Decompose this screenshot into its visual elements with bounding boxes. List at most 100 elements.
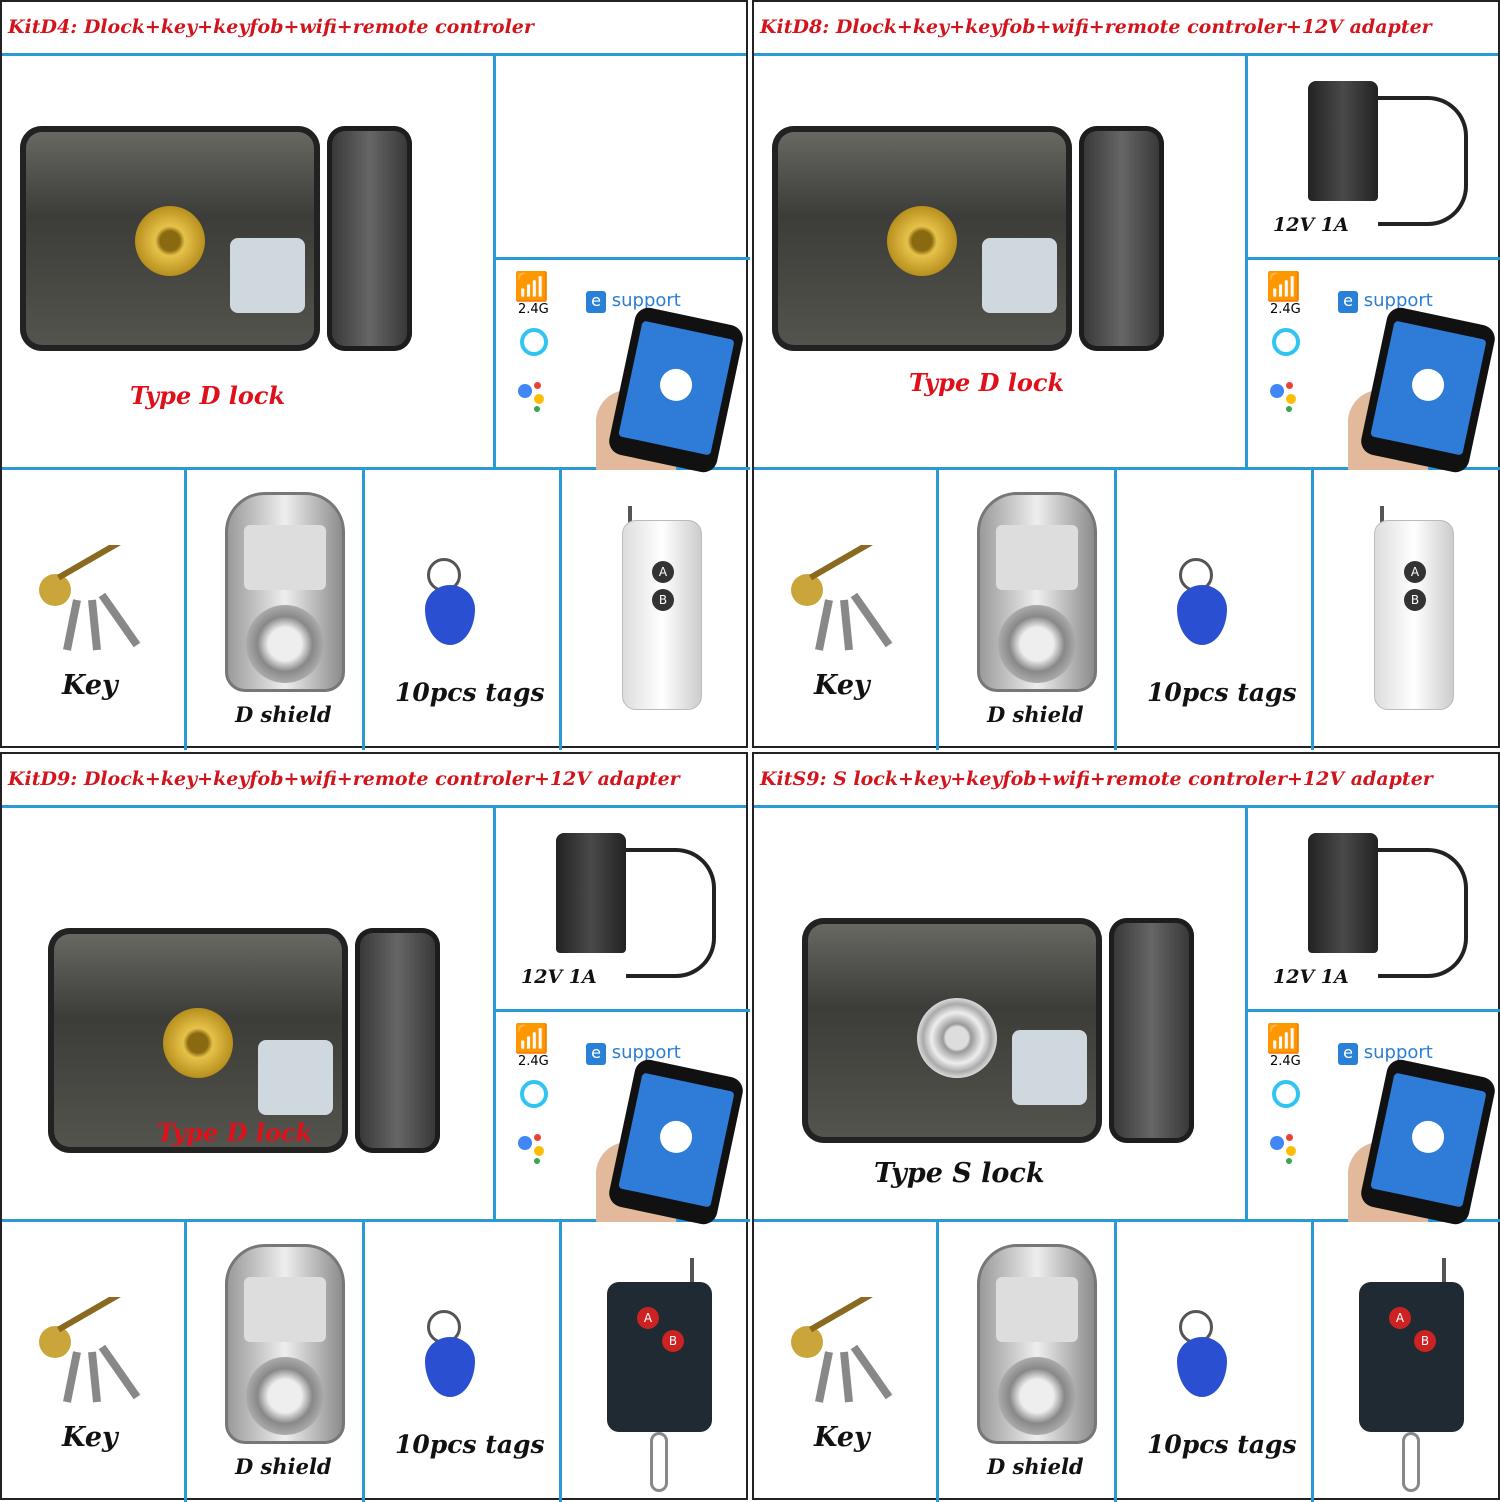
shield-cell: D shield bbox=[939, 1222, 1117, 1502]
lock-cylinder bbox=[135, 206, 205, 276]
shield-cell: D shield bbox=[187, 1222, 365, 1502]
google-assistant-icon bbox=[518, 1132, 552, 1166]
alexa-icon bbox=[1272, 328, 1300, 356]
shield-cell: D shield bbox=[187, 470, 365, 750]
alexa-icon bbox=[1272, 1080, 1300, 1108]
remote-cell: A B bbox=[1314, 1222, 1500, 1502]
key-icon bbox=[791, 1297, 893, 1403]
kit-title: KitD9: Dlock+key+keyfob+wifi+remote cont… bbox=[2, 754, 746, 808]
remote-control-icon: A B bbox=[1359, 1282, 1464, 1432]
tags-label: 10pcs tags bbox=[395, 1430, 545, 1459]
adapter-cell: 12V 1A bbox=[1248, 56, 1500, 260]
key-label: Key bbox=[814, 670, 870, 701]
power-adapter-icon bbox=[556, 833, 626, 953]
s-lock-rosette bbox=[917, 998, 997, 1078]
wifi-icon: 📶 bbox=[1266, 1022, 1301, 1055]
wifi-app-cell: 📶 2.4G e support bbox=[1248, 1012, 1500, 1227]
kit-panel: KitD8: Dlock+key+keyfob+wifi+remote cont… bbox=[752, 0, 1500, 750]
wifi-icon: 📶 bbox=[514, 270, 549, 303]
shield-label: D shield bbox=[987, 1454, 1084, 1479]
d-shield-image bbox=[977, 492, 1097, 692]
tags-cell: 10pcs tags bbox=[1117, 1222, 1314, 1502]
key-cell: Key bbox=[2, 1222, 187, 1502]
key-cell: Key bbox=[2, 470, 187, 750]
lock-body bbox=[802, 918, 1102, 1143]
tags-cell: 10pcs tags bbox=[365, 470, 562, 750]
card-reader-pad bbox=[982, 238, 1057, 313]
lock-cylinder bbox=[887, 206, 957, 276]
shield-label: D shield bbox=[235, 702, 332, 727]
lock-cell: Type D lock bbox=[754, 56, 1248, 470]
kit-panel: KitD4: Dlock+key+keyfob+wifi+remote cont… bbox=[0, 0, 750, 750]
lock-latch bbox=[1109, 918, 1194, 1143]
lock-latch bbox=[327, 126, 412, 351]
d-shield-image bbox=[977, 1244, 1097, 1444]
d-shield-image bbox=[225, 1244, 345, 1444]
wifi-app-cell: 📶 2.4G e support bbox=[496, 260, 750, 475]
key-label: Key bbox=[814, 1422, 870, 1453]
rfid-tag-icon bbox=[425, 585, 475, 645]
adapter-cell: 12V 1A bbox=[496, 808, 750, 1012]
remote-cell: A B bbox=[562, 470, 750, 750]
lock-image bbox=[754, 56, 1174, 376]
kit-panel: KitS9: S lock+key+keyfob+wifi+remote con… bbox=[752, 752, 1500, 1502]
lock-cylinder bbox=[163, 1008, 233, 1078]
google-assistant-icon bbox=[1270, 1132, 1304, 1166]
adapter-cell: 12V 1A bbox=[1248, 808, 1500, 1012]
alexa-icon bbox=[520, 1080, 548, 1108]
lock-latch bbox=[355, 928, 440, 1153]
remote-cell: A B bbox=[562, 1222, 750, 1502]
lock-cell: Type S lock bbox=[754, 808, 1248, 1222]
card-reader-pad bbox=[1012, 1030, 1087, 1105]
rfid-tag-icon bbox=[1177, 585, 1227, 645]
adapter-cord bbox=[1378, 848, 1468, 978]
ewelink-support-logo: e support bbox=[1338, 290, 1433, 313]
remote-keychain-clip bbox=[1402, 1432, 1420, 1492]
smartphone-app-icon bbox=[1358, 1057, 1498, 1227]
shield-cell: D shield bbox=[939, 470, 1117, 750]
lock-image bbox=[784, 848, 1204, 1168]
remote-control-icon: A B bbox=[622, 520, 702, 710]
d-shield-image bbox=[225, 492, 345, 692]
google-assistant-icon bbox=[1270, 380, 1304, 414]
tags-cell: 10pcs tags bbox=[1117, 470, 1314, 750]
lock-image bbox=[2, 56, 422, 376]
alexa-icon bbox=[520, 328, 548, 356]
lock-type-label: Type D lock bbox=[130, 381, 286, 410]
lock-latch bbox=[1079, 126, 1164, 351]
key-cell: Key bbox=[754, 470, 939, 750]
remote-antenna bbox=[1442, 1258, 1446, 1286]
adapter-label: 12V 1A bbox=[1273, 214, 1349, 236]
wifi-app-cell: 📶 2.4G e support bbox=[496, 1012, 750, 1227]
kit-title: KitS9: S lock+key+keyfob+wifi+remote con… bbox=[754, 754, 1498, 808]
smartphone-app-icon bbox=[1358, 305, 1498, 475]
lock-body bbox=[20, 126, 320, 351]
wifi-app-cell: 📶 2.4G e support bbox=[1248, 260, 1500, 475]
smartphone-app-icon bbox=[606, 1057, 746, 1227]
key-icon bbox=[39, 1297, 141, 1403]
key-icon bbox=[791, 545, 893, 651]
power-adapter-icon bbox=[1308, 833, 1378, 953]
wifi-icon: 📶 bbox=[514, 1022, 549, 1055]
smartphone-app-icon bbox=[606, 305, 746, 475]
adapter-cord bbox=[626, 848, 716, 978]
remote-control-icon: A B bbox=[607, 1282, 712, 1432]
remote-antenna bbox=[690, 1258, 694, 1286]
lock-type-label: Type D lock bbox=[909, 368, 1065, 397]
lock-cell: Type D lock bbox=[2, 808, 496, 1222]
rfid-tag-icon bbox=[425, 1337, 475, 1397]
lock-body bbox=[48, 928, 348, 1153]
adapter-label: 12V 1A bbox=[521, 966, 597, 988]
lock-body bbox=[772, 126, 1072, 351]
ewelink-support-logo: e support bbox=[586, 290, 681, 313]
lock-type-label: Type S lock bbox=[874, 1158, 1045, 1189]
adapter-cord bbox=[1378, 96, 1468, 226]
power-adapter-icon bbox=[1308, 81, 1378, 201]
remote-keychain-clip bbox=[650, 1432, 668, 1492]
remote-cell: A B bbox=[1314, 470, 1500, 750]
tags-cell: 10pcs tags bbox=[365, 1222, 562, 1502]
key-cell: Key bbox=[754, 1222, 939, 1502]
lock-type-label: Type D lock bbox=[157, 1118, 313, 1147]
lock-cell: Type D lock bbox=[2, 56, 496, 470]
tags-label: 10pcs tags bbox=[1147, 678, 1297, 707]
